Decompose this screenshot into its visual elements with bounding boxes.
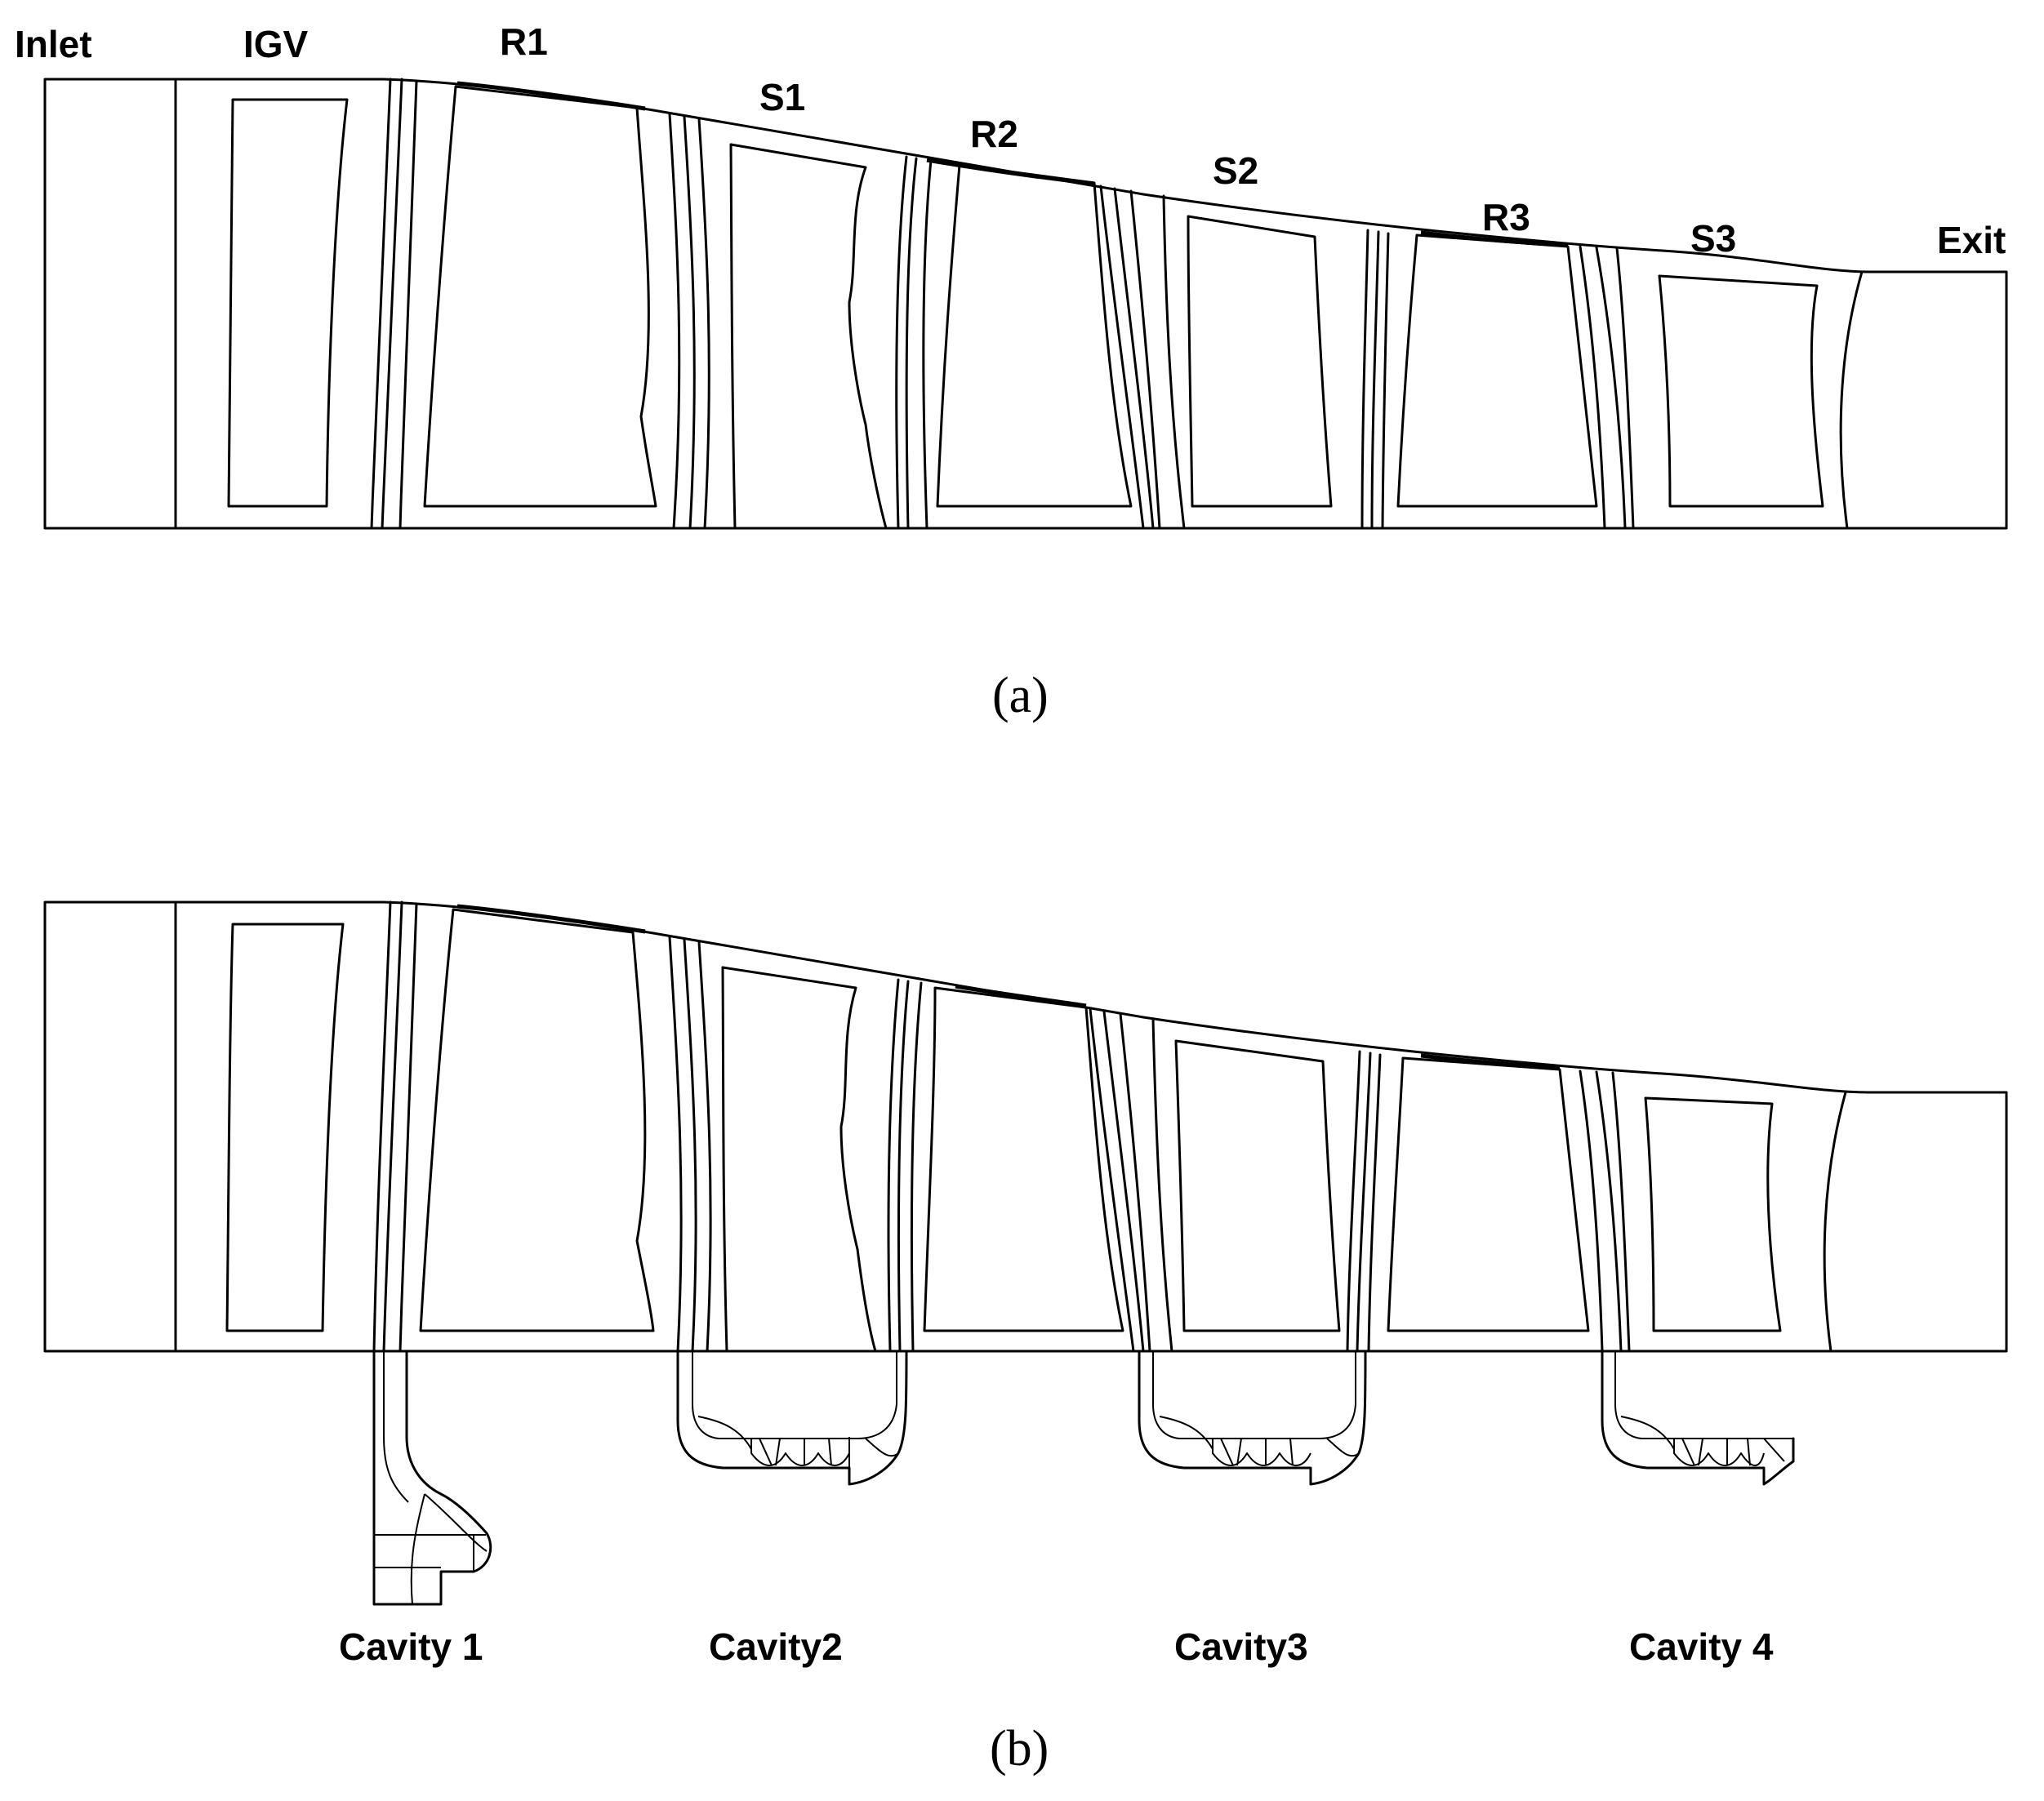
label-r3: R3 — [1482, 196, 1530, 238]
r3-block — [1396, 233, 1598, 508]
s2-r3-interface-b — [1346, 1050, 1382, 1353]
caption-a: (a) — [992, 668, 1049, 723]
label-s3: S3 — [1690, 217, 1736, 260]
r3-s3-interface-b — [1579, 1069, 1631, 1353]
caption-b: (b) — [990, 1721, 1049, 1777]
r2-block-b — [923, 986, 1124, 1332]
s1-block-b-left — [721, 966, 728, 1353]
shroud-highlight-b — [456, 904, 1561, 1070]
label-r2: R2 — [970, 113, 1018, 155]
domain-outline-a — [43, 78, 2008, 530]
label-exit: Exit — [1937, 219, 2006, 261]
exit-interface-b — [1823, 1091, 1847, 1353]
label-s2: S2 — [1213, 149, 1258, 192]
s2-block — [1187, 215, 1333, 508]
label-igv: IGV — [243, 23, 309, 65]
r1-block — [423, 85, 657, 508]
r1-s1-interface-b — [668, 936, 712, 1353]
label-cavity-2: Cavity2 — [709, 1625, 843, 1668]
r2-s2-interface-b — [1089, 1007, 1151, 1353]
shroud-highlight-a — [456, 81, 1569, 247]
s2-r3-interface — [1360, 229, 1390, 530]
igv-block — [227, 98, 349, 508]
s1-block — [729, 143, 888, 530]
r3-s3-interface — [1579, 245, 1635, 530]
label-cavity-1: Cavity 1 — [339, 1625, 483, 1668]
igv-interface-b — [372, 900, 418, 1353]
s1-block-left — [729, 143, 737, 530]
s2-block-left — [1162, 194, 1186, 530]
r2-s2-interface — [1099, 185, 1161, 530]
s2-block-b — [1174, 1039, 1341, 1332]
cavity-2 — [676, 1350, 908, 1486]
exit-interface — [1839, 270, 1864, 530]
panel-b-flow-path-with-cavities: Cavity 1 Cavity2 Cavity3 Cavity 4 (b) — [43, 900, 2008, 1777]
r2-block — [936, 163, 1133, 508]
igv-block-b — [225, 923, 345, 1332]
r1-s1-interface — [668, 113, 710, 530]
s1-r2-interface-b — [887, 978, 923, 1353]
s1-r2-interface — [895, 155, 933, 530]
cavity-1 — [372, 1350, 492, 1606]
r3-block-b — [1387, 1056, 1590, 1332]
igv-interface — [370, 78, 418, 530]
s3-block-b — [1644, 1096, 1782, 1332]
label-s1: S1 — [759, 76, 805, 118]
s2-block-b-left — [1151, 1017, 1173, 1353]
label-cavity-3: Cavity3 — [1174, 1625, 1308, 1668]
cavity-4 — [1601, 1350, 1795, 1486]
panel-a-flow-path: Inlet IGV R1 S1 R2 S2 R3 S3 Exit (a) — [15, 20, 2008, 723]
r1-block-b — [419, 908, 655, 1332]
label-cavity-4: Cavity 4 — [1629, 1625, 1774, 1668]
label-inlet: Inlet — [15, 23, 92, 65]
s3-block — [1658, 274, 1824, 508]
cavity-3 — [1138, 1350, 1367, 1486]
label-r1: R1 — [500, 20, 548, 63]
s1-block-b — [721, 966, 877, 1353]
